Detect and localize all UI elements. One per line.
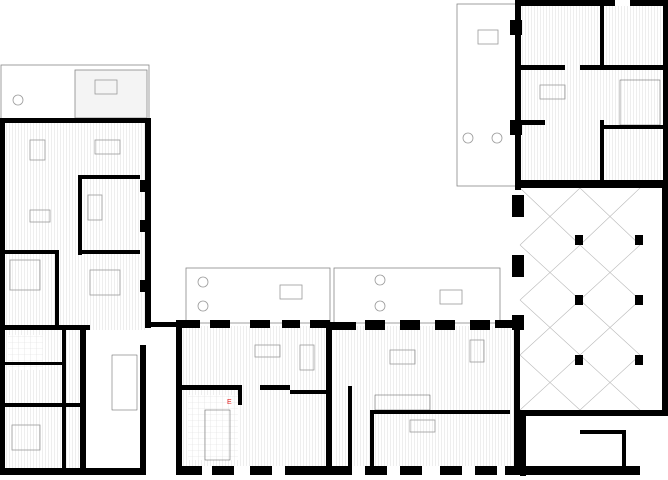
elevator-marker: E <box>227 399 232 406</box>
furniture <box>9 29 566 451</box>
floors <box>4 6 664 470</box>
terrace-middle-1 <box>185 267 331 324</box>
terrace-right <box>456 3 518 187</box>
terrace-middle-2 <box>333 267 501 324</box>
hall <box>519 187 641 411</box>
